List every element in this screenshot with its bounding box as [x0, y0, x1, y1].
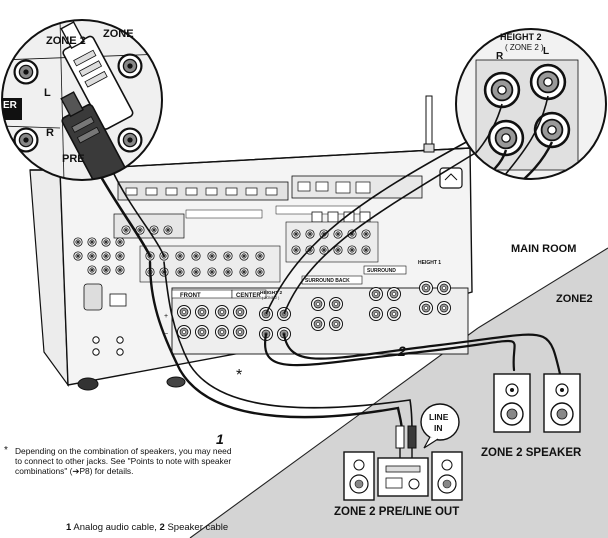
zone2-speaker-right [543, 373, 581, 433]
front-label: FRONT [180, 293, 201, 299]
note-text: Depending on the combination of speakers… [15, 446, 232, 477]
zone2-preout-label: ZONE 2 PRE/LINE OUT [334, 506, 459, 518]
zone2-amplifier [377, 457, 429, 497]
zoom-zone-label: ZONE [103, 28, 134, 40]
zoom-r-label: R [46, 127, 54, 139]
zone2-area [190, 248, 608, 538]
line-in-bubble: LINE IN [420, 403, 460, 449]
zone2-bookshelf-speaker-right [431, 451, 463, 501]
legend-text-1: Analog audio cable, [73, 522, 157, 533]
rca-plugs [395, 425, 417, 458]
plus-sign: + [164, 313, 168, 320]
room-divider-upper [477, 247, 608, 329]
surround-label: SURROUND [367, 268, 396, 274]
minus-sign: − [164, 331, 168, 338]
height2-panel-sublabel: ( ZONE 2 ) [262, 296, 279, 300]
legend-number-1: 1 [66, 522, 72, 533]
zoom-zone2-label: ZONE 2 [46, 35, 86, 47]
zoom-r-terminal-label: R [496, 51, 504, 62]
cable2-callout: 2 [397, 343, 406, 359]
zoom-height2-sub: ( ZONE 2 ) [505, 43, 544, 52]
center-label: CENTER [236, 293, 261, 299]
zone2-label: ZONE2 [556, 293, 593, 305]
zoom-height2-title: HEIGHT 2 [500, 32, 542, 42]
cable1-callout: 1 [216, 431, 224, 447]
cable-legend: 1 Analog audio cable, 2 Speaker cable [66, 522, 228, 533]
legend-number-2: 2 [159, 522, 165, 533]
line-in-text-1: LINE [429, 412, 449, 422]
zoom-l-label: L [44, 87, 51, 99]
room-divider-lower [189, 327, 479, 538]
zone2-bookshelf-speaker-left [343, 451, 375, 501]
zoom-inset-right: HEIGHT 2 ( ZONE 2 ) R L [455, 28, 607, 180]
speaker-combination-note: * Depending on the combination of speake… [4, 446, 236, 477]
zoom-l-terminal-label: L [543, 46, 549, 57]
zone2-speaker-label: ZONE 2 SPEAKER [481, 447, 582, 459]
surround-back-label: SURROUND BACK [305, 278, 350, 284]
asterisk-mark: * [236, 367, 242, 384]
line-in-text-2: IN [434, 423, 443, 433]
analog-audio-cable [98, 169, 413, 434]
legend-text-2: Speaker cable [167, 522, 229, 533]
zoom-inset-left: ZONE 2 ZONE ER L R PRE [1, 19, 163, 181]
zoom-pre-label: PRE [62, 153, 85, 165]
height2-panel-label: HEIGHT 2 [260, 290, 282, 296]
height1-label: HEIGHT 1 [418, 260, 441, 266]
zone2-speaker-left [493, 373, 531, 433]
zoom-er-label: ER [3, 100, 18, 111]
main-room-label: MAIN ROOM [511, 243, 576, 255]
av-receiver: FRONT CENTER + − HEIGHT 2 ( ZONE 2 ) SUR… [29, 95, 473, 391]
note-asterisk: * [4, 445, 8, 456]
